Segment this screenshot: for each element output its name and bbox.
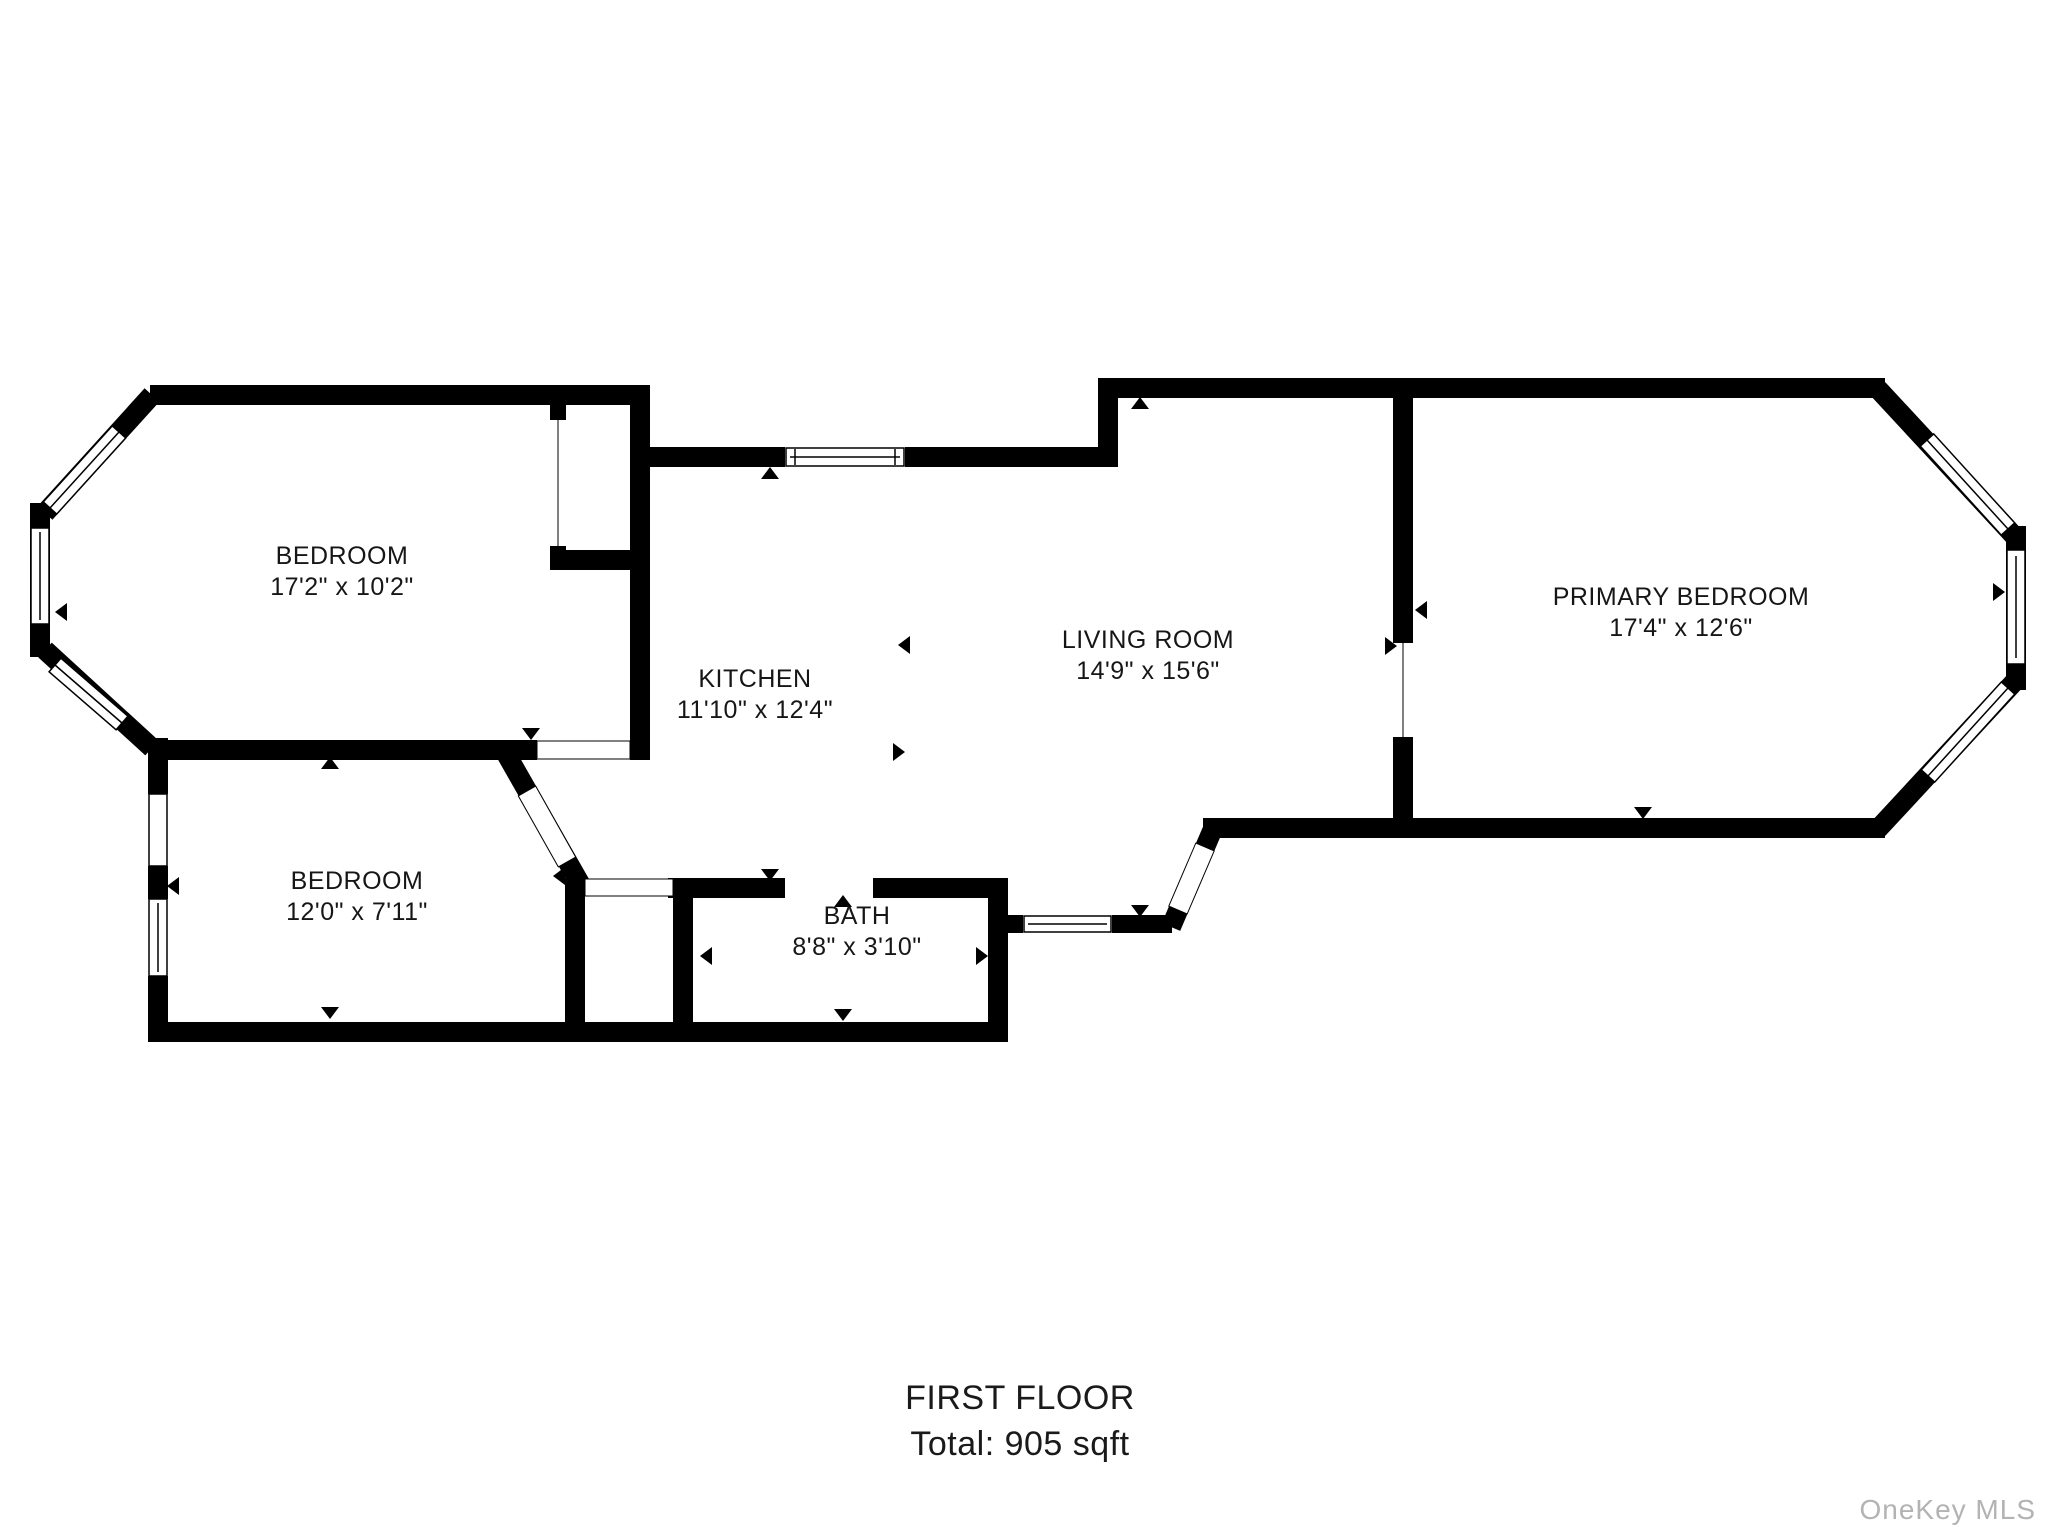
door-arrow-down [834, 1009, 852, 1021]
door-arrow-left [167, 877, 179, 895]
door-arrow-right [1385, 637, 1397, 655]
room-name: BATH [823, 902, 891, 930]
diagonal-walls [37, 382, 2025, 931]
door-arrow-right [1993, 583, 2005, 601]
wall [550, 550, 650, 570]
door-arrow-right [893, 743, 905, 761]
window [148, 793, 168, 867]
door-arrow-down [1131, 905, 1149, 917]
cased-opening [536, 740, 631, 760]
wall [1112, 915, 1172, 933]
wall [550, 403, 566, 420]
door-arrow-left [898, 636, 910, 654]
wall [148, 1022, 1008, 1042]
door-arrow-left [55, 603, 67, 621]
walls [30, 378, 2026, 1042]
wall [148, 976, 168, 1022]
room-label-bath: BATH 8'8" x 3'10" [792, 901, 921, 963]
wall [565, 878, 585, 1022]
floor-title: FIRST FLOOR Total: 905 sqft [905, 1375, 1135, 1467]
door-arrow-down [321, 1007, 339, 1019]
room-name: KITCHEN [698, 665, 812, 693]
door-arrow-up [524, 391, 542, 403]
door-arrow-up [321, 757, 339, 769]
window-midline [54, 664, 123, 724]
cased-opening [584, 878, 674, 897]
room-dimensions: 17'4" x 12'6" [1609, 614, 1753, 642]
windows [30, 424, 2026, 977]
wall [1098, 378, 1118, 467]
door-arrow-up [761, 467, 779, 479]
wall [1098, 378, 1885, 398]
wall [148, 866, 168, 899]
wall [630, 447, 785, 467]
door-arrow-left [700, 947, 712, 965]
window-midline [1926, 439, 2009, 530]
room-name: LIVING ROOM [1061, 626, 1235, 654]
room-label-bedroom-2: BEDROOM 12'0" x 7'11" [286, 866, 428, 928]
wall [1393, 737, 1413, 838]
floor-total-area: Total: 905 sqft [910, 1425, 1130, 1463]
wall [150, 740, 537, 760]
door-arrow-up [1131, 397, 1149, 409]
wall [1393, 396, 1413, 643]
wall [873, 878, 1006, 898]
wall [1203, 818, 1885, 838]
door-opening [1168, 842, 1215, 915]
room-dimensions: 14'9" x 15'6" [1076, 657, 1220, 685]
wall [1005, 915, 1023, 933]
door-openings [517, 420, 1404, 915]
door-arrow-right [976, 947, 988, 965]
wall [673, 878, 693, 1022]
wall [905, 447, 1118, 467]
door-arrow-down [522, 728, 540, 740]
room-label-living-room: LIVING ROOM 14'9" x 15'6" [1062, 625, 1234, 687]
room-name: BEDROOM [275, 542, 409, 570]
door-arrow-left [1415, 601, 1427, 619]
wall [668, 878, 785, 898]
watermark: OneKey MLS [1859, 1494, 2036, 1525]
room-label-bedroom-1: BEDROOM 17'2" x 10'2" [270, 541, 414, 603]
window-midline [49, 431, 120, 509]
room-name: PRIMARY BEDROOM [1552, 583, 1810, 611]
door-arrow-down [1634, 807, 1652, 819]
door-opening [517, 785, 577, 868]
room-label-kitchen: KITCHEN 11'10" x 12'4" [677, 664, 833, 726]
door-arrow-left [553, 867, 565, 885]
window-midline [1927, 687, 2009, 777]
room-dimensions: 17'2" x 10'2" [270, 573, 414, 601]
room-name: BEDROOM [290, 867, 424, 895]
wall [630, 385, 650, 760]
door-arrows [55, 391, 2005, 1021]
floor-name: FIRST FLOOR [905, 1379, 1135, 1417]
room-label-primary-bedroom: PRIMARY BEDROOM 17'4" x 12'6" [1553, 582, 1810, 644]
room-dimensions: 11'10" x 12'4" [676, 696, 834, 724]
wall [150, 385, 650, 405]
room-dimensions: 12'0" x 7'11" [286, 898, 428, 926]
wall [988, 878, 1008, 1022]
room-dimensions: 8'8" x 3'10" [792, 933, 922, 961]
door-arrow-down [761, 869, 779, 881]
door-arrow-up [834, 895, 852, 907]
